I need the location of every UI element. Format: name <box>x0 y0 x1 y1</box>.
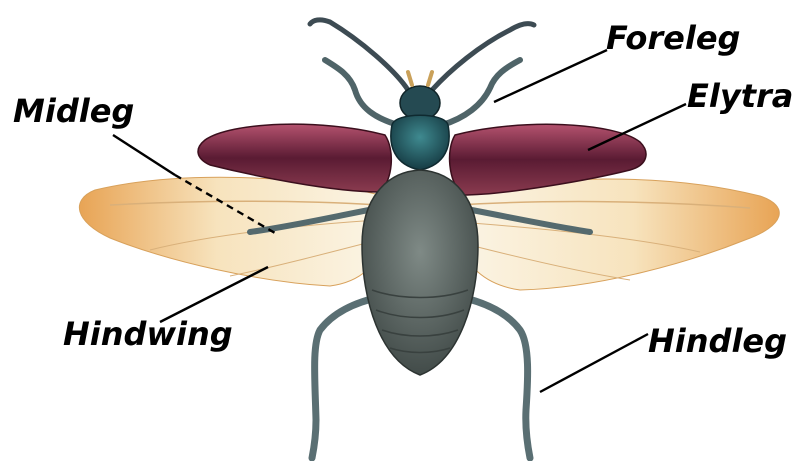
foreleg-leader-line <box>494 50 607 102</box>
hindleg-leader-line <box>540 334 648 392</box>
hindwing-left <box>79 177 385 286</box>
midleg-label: Midleg <box>13 95 134 127</box>
head <box>400 72 440 120</box>
elytra-label: Elytra <box>687 80 793 112</box>
hindwing-right <box>455 179 779 290</box>
hindwing-leader-line <box>160 267 268 322</box>
hindwing-label: Hindwing <box>63 318 233 350</box>
foreleg-label: Foreleg <box>606 22 740 54</box>
hindleg-label: Hindleg <box>648 325 787 357</box>
midleg-leader-line <box>113 135 175 175</box>
pronotum <box>391 115 449 170</box>
antennae <box>310 20 534 90</box>
abdomen <box>362 170 478 375</box>
